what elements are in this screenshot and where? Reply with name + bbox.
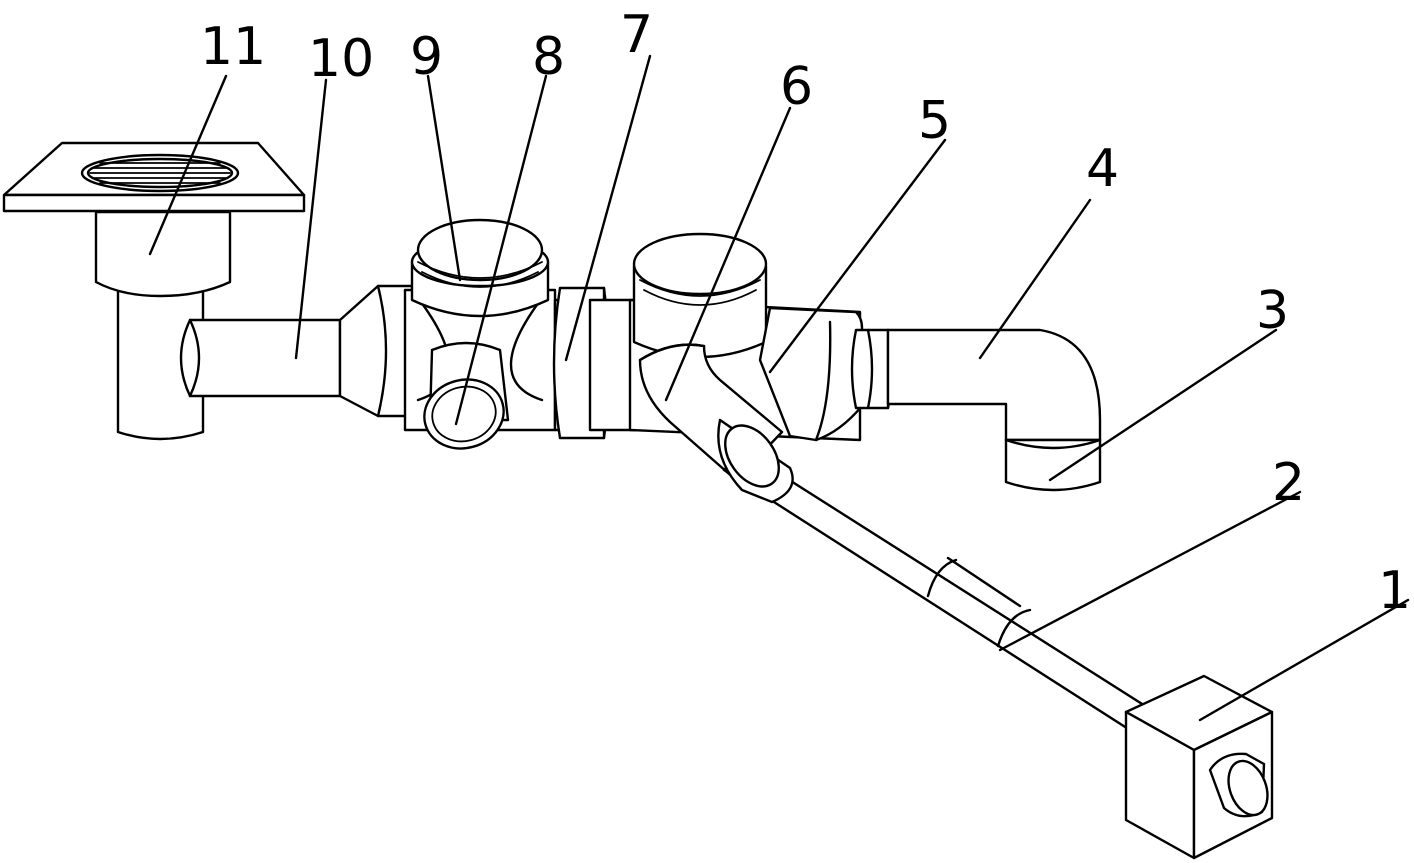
diagonal-pipe	[717, 418, 1182, 750]
drain-grate-icon	[80, 153, 240, 193]
end-box	[1124, 674, 1274, 860]
callout-label-9: 9	[410, 27, 443, 87]
callout-label-8: 8	[532, 27, 565, 87]
callout-label-10: 10	[308, 29, 374, 89]
elbow-pipe	[850, 328, 1102, 442]
reducer-fitting	[338, 284, 422, 418]
top-cap	[632, 232, 768, 359]
callout-label-4: 4	[1086, 139, 1119, 199]
callout-label-6: 6	[780, 57, 813, 117]
callout-label-11: 11	[200, 17, 266, 77]
callout-label-5: 5	[918, 91, 951, 151]
horizontal-pipe	[179, 318, 342, 398]
upper-port	[410, 218, 550, 318]
callout-labels: 1 2 3 4 5 6 7 8 9 10 11	[200, 5, 1411, 621]
leader-lines	[148, 54, 1410, 722]
callout-label-3: 3	[1256, 281, 1289, 341]
callout-label-7: 7	[620, 5, 653, 65]
lower-port	[423, 341, 510, 450]
floor-drain	[2, 141, 306, 441]
outlet-pipe	[1004, 438, 1102, 492]
callout-label-2: 2	[1272, 453, 1305, 513]
callout-label-1: 1	[1378, 561, 1411, 621]
